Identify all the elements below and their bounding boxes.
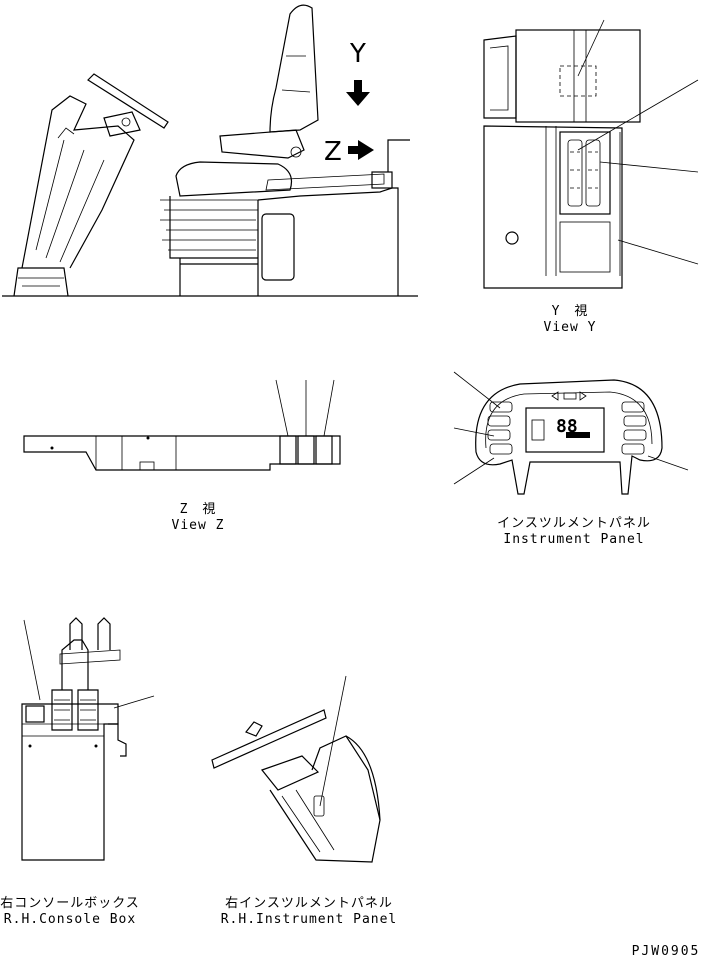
view-z-caption-jp: Z 視 xyxy=(179,502,217,517)
instrument-panel-caption: インスツルメントパネル Instrument Panel xyxy=(494,516,654,548)
rh-console-box-caption-en: R.H.Console Box xyxy=(3,912,137,927)
arrow-z-label: Z xyxy=(324,137,342,167)
rh-console-box-caption: 右コンソールボックス R.H.Console Box xyxy=(0,896,140,928)
instrument-panel-caption-jp: インスツルメントパネル xyxy=(497,516,651,531)
rh-instrument-panel-caption-en: R.H.Instrument Panel xyxy=(220,912,398,927)
rh-console-box-caption-jp: 右コンソールボックス xyxy=(0,896,140,911)
panel-digit-display: 88 xyxy=(556,416,578,437)
instrument-panel-caption-en: Instrument Panel xyxy=(503,532,645,547)
view-z-caption-en: View Z xyxy=(171,518,225,533)
rh-instrument-panel xyxy=(211,675,381,863)
view-y-caption-en: View Y xyxy=(543,320,597,335)
view-y-caption-jp: Y 視 xyxy=(551,304,589,319)
instrument-panel: 88 xyxy=(453,371,689,495)
view-z-caption: Z 視 View Z xyxy=(158,502,238,534)
rh-console-box xyxy=(21,617,155,861)
drawing-code: PJW0905 xyxy=(631,944,701,959)
view-z xyxy=(23,379,341,471)
view-y xyxy=(483,19,699,289)
side-view: Y Z xyxy=(2,4,418,297)
view-y-caption: Y 視 View Y xyxy=(530,304,610,336)
rh-instrument-panel-caption: 右インスツルメントパネル R.H.Instrument Panel xyxy=(214,896,404,928)
rh-instrument-panel-caption-jp: 右インスツルメントパネル xyxy=(225,896,393,911)
arrow-y-label: Y xyxy=(349,39,366,69)
